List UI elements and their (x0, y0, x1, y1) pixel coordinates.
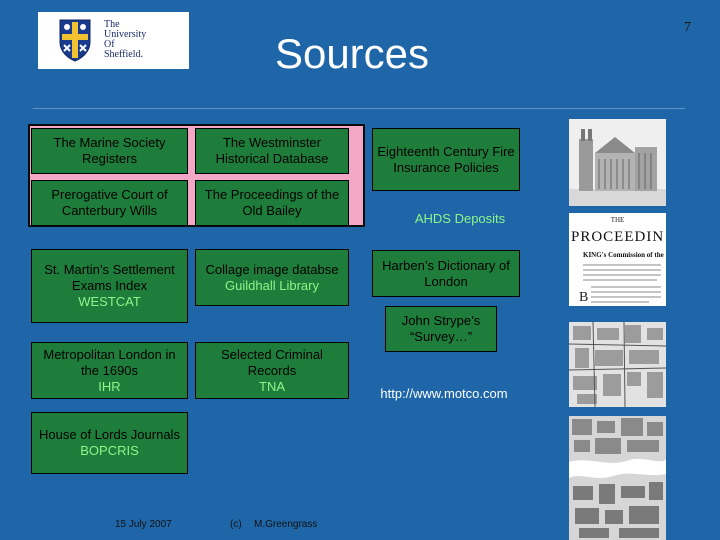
source-box-fire-insurance[interactable]: Eighteenth Century Fire Insurance Polici… (372, 128, 520, 191)
source-holder: WESTCAT (78, 294, 141, 309)
source-box-harben[interactable]: Harben’s Dictionary of London (372, 250, 520, 297)
abbey-engraving-icon (569, 119, 666, 206)
source-label: Harben’s Dictionary of London (382, 257, 510, 289)
ahds-label[interactable]: AHDS Deposits (414, 211, 506, 226)
source-label: Prerogative Court of Canterbury Wills (51, 187, 168, 218)
footer-copyright: (c) (230, 519, 242, 530)
source-label: St. Martin’s Settlement Exams Index (44, 262, 175, 293)
logo-wordmark: The University Of Sheffield. (104, 20, 184, 60)
source-holder: IHR (98, 378, 121, 394)
svg-text:B: B (579, 290, 588, 305)
source-label: House of Lords Journals (39, 427, 180, 442)
source-box-marine-society[interactable]: The Marine Society Registers (31, 128, 188, 174)
source-label: Selected Criminal Records (221, 346, 323, 378)
source-box-prerogative-court[interactable]: Prerogative Court of Canterbury Wills (31, 180, 188, 226)
proceedings-title-page-image: THE PROCEEDIN KING's Commission of the B (569, 213, 666, 306)
proceedings-line: PROCEEDIN (571, 229, 665, 245)
logo-line: University (104, 29, 147, 40)
university-logo: The University Of Sheffield. (38, 12, 189, 69)
source-box-metropolitan[interactable]: Metropolitan London in the 1690s IHR (31, 342, 188, 399)
logo-line: Sheffield. (104, 49, 143, 60)
proceedings-text-lines-icon: B (579, 264, 661, 305)
source-label: Metropolitan London in the 1690s (43, 346, 176, 378)
strype-map-image (569, 322, 666, 407)
westminster-abbey-image (569, 119, 666, 206)
source-holder: Guildhall Library (225, 277, 319, 293)
logo-line: The (104, 19, 120, 30)
page-number: 7 (684, 20, 691, 35)
source-box-westminster[interactable]: The Westminster Historical Database (195, 128, 349, 174)
crest-icon (59, 19, 91, 62)
source-box-house-of-lords[interactable]: House of Lords Journals BOPCRIS (31, 412, 188, 474)
proceedings-line: KING's Commission of the (583, 251, 664, 259)
motco-link[interactable]: http://www.motco.com (380, 386, 508, 401)
london-map-image (569, 416, 666, 540)
source-holder: TNA (259, 378, 285, 394)
source-box-criminal[interactable]: Selected Criminal Records TNA (195, 342, 349, 399)
source-box-st-martins[interactable]: St. Martin’s Settlement Exams Index WEST… (31, 249, 188, 323)
source-box-collage[interactable]: Collage image databse Guildhall Library (195, 249, 349, 306)
slide-title: Sources (274, 30, 430, 77)
title-divider (33, 108, 685, 109)
city-map-icon (569, 416, 666, 540)
source-box-old-bailey[interactable]: The Proceedings of the Old Bailey (195, 180, 349, 226)
source-label: The Proceedings of the Old Bailey (204, 187, 340, 218)
source-label: The Westminster Historical Database (215, 135, 329, 166)
proceedings-line: THE (610, 216, 625, 224)
source-label: Eighteenth Century Fire Insurance Polici… (377, 143, 515, 175)
logo-line: Of (104, 39, 115, 50)
source-label: Collage image databse (205, 261, 339, 277)
source-label: The Marine Society Registers (53, 135, 166, 166)
source-holder: BOPCRIS (80, 443, 139, 458)
source-box-strype[interactable]: John Strype’s “Survey…” (385, 306, 497, 352)
footer-author: M.Greengrass (254, 519, 318, 530)
source-label: John Strype’s “Survey…” (401, 313, 481, 344)
street-map-icon (569, 322, 666, 407)
footer-date: 15 July 2007 (115, 519, 172, 530)
